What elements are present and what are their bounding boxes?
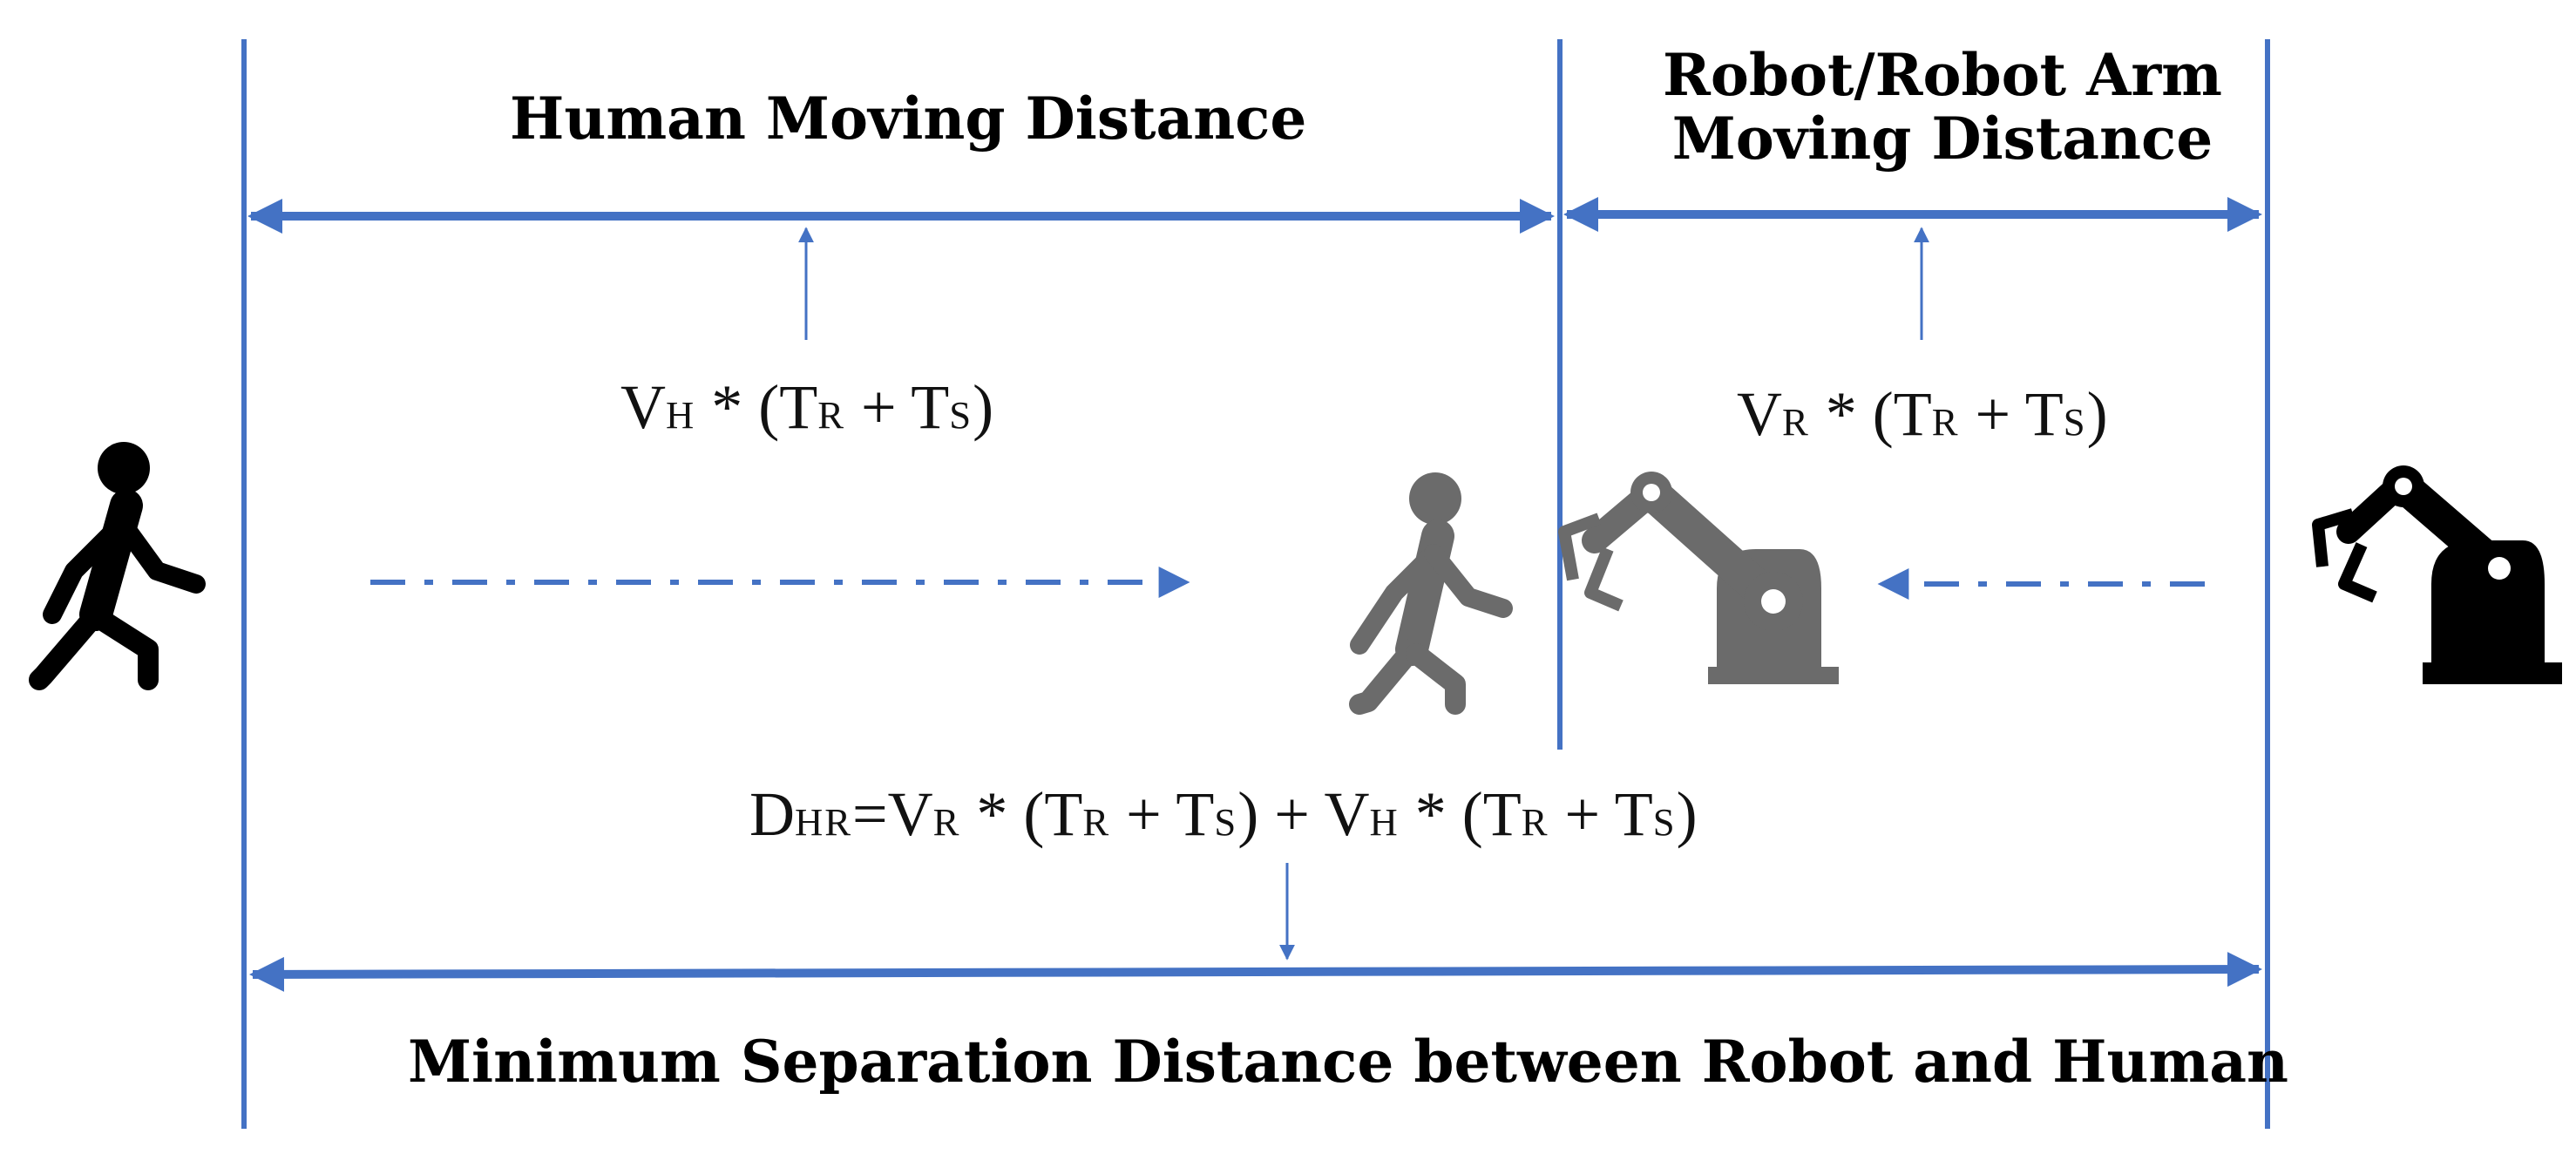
f-text: ) — [2086, 379, 2108, 449]
f-text: + T — [1110, 779, 1215, 849]
f-text: =V — [852, 779, 933, 849]
f-sub: S — [1652, 800, 1677, 844]
min-separation-formula: DHR=VR * (TR + TS) + VH * (TR + TS) — [749, 779, 1698, 849]
f-text: + T — [1959, 379, 2064, 449]
f-sub: S — [1214, 800, 1238, 844]
f-sub: S — [2063, 400, 2087, 444]
f-text: V — [1737, 379, 1782, 449]
f-text: + T — [844, 372, 950, 442]
robot-distance-formula: VR * (TR + TS) — [1737, 379, 2108, 449]
f-text: * (T — [695, 372, 818, 442]
min-separation-label: Minimum Separation Distance between Robo… — [408, 1028, 2289, 1096]
robot-arm-icon — [2312, 465, 2562, 684]
walking-person-icon — [29, 442, 206, 690]
f-sub: R — [1082, 800, 1111, 844]
f-sub: S — [949, 393, 973, 437]
f-sub: HR — [795, 800, 852, 844]
f-text: D — [749, 779, 795, 849]
f-text: ) — [973, 372, 994, 442]
f-text: ) + V — [1237, 779, 1370, 849]
f-sub: R — [1521, 800, 1549, 844]
f-text: * (T — [1399, 779, 1522, 849]
f-text: V — [620, 372, 666, 442]
robot-arm-icon — [1558, 472, 1839, 684]
f-sub: R — [1931, 400, 1960, 444]
min-separation-arrow — [249, 952, 2262, 992]
robot-moving-line1: Robot/Robot Arm — [1663, 41, 2222, 109]
f-sub: H — [666, 393, 696, 437]
human-distance-formula: VH * (TR + TS) — [620, 372, 994, 442]
f-text: * (T — [960, 779, 1083, 849]
f-sub: R — [932, 800, 961, 844]
robot-moving-distance-label: Robot/Robot Arm Moving Distance — [1663, 44, 2222, 170]
robot-moving-line2: Moving Distance — [1671, 104, 2213, 173]
f-sub: R — [1782, 400, 1810, 444]
f-sub: H — [1369, 800, 1400, 844]
f-sub: R — [817, 393, 845, 437]
human-moving-distance-label: Human Moving Distance — [510, 85, 1307, 153]
walking-person-icon — [1349, 472, 1513, 715]
f-text: ) — [1676, 779, 1698, 849]
f-text: + T — [1549, 779, 1653, 849]
f-text: * (T — [1809, 379, 1932, 449]
